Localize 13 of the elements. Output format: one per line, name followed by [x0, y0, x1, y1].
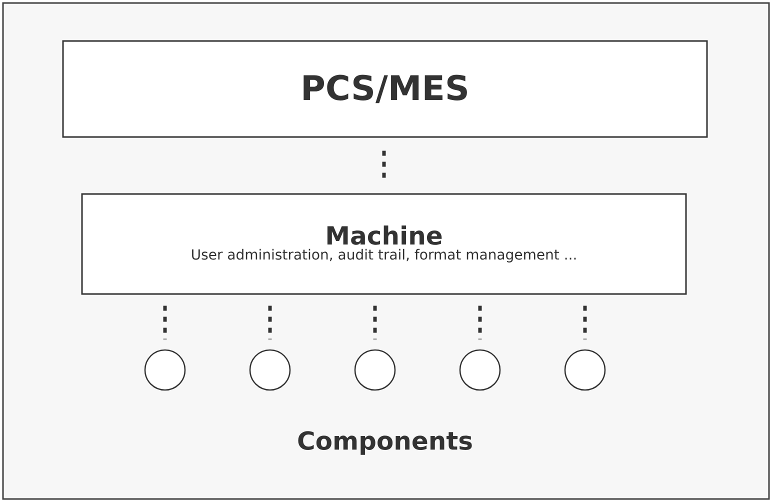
component-circle: [144, 349, 186, 391]
component-circle: [459, 349, 501, 391]
system-box: PCS/MES: [62, 40, 708, 138]
connector: [478, 306, 482, 340]
component-circle: [354, 349, 396, 391]
section-label: Components: [298, 431, 472, 455]
connector: [373, 306, 377, 340]
system-box: Machine User administration, audit trail, format management ...: [81, 193, 687, 295]
component-circle: [249, 349, 291, 391]
connector: [268, 306, 272, 340]
component-circle: [564, 349, 606, 391]
connector: [163, 306, 167, 340]
connector: [583, 306, 587, 340]
